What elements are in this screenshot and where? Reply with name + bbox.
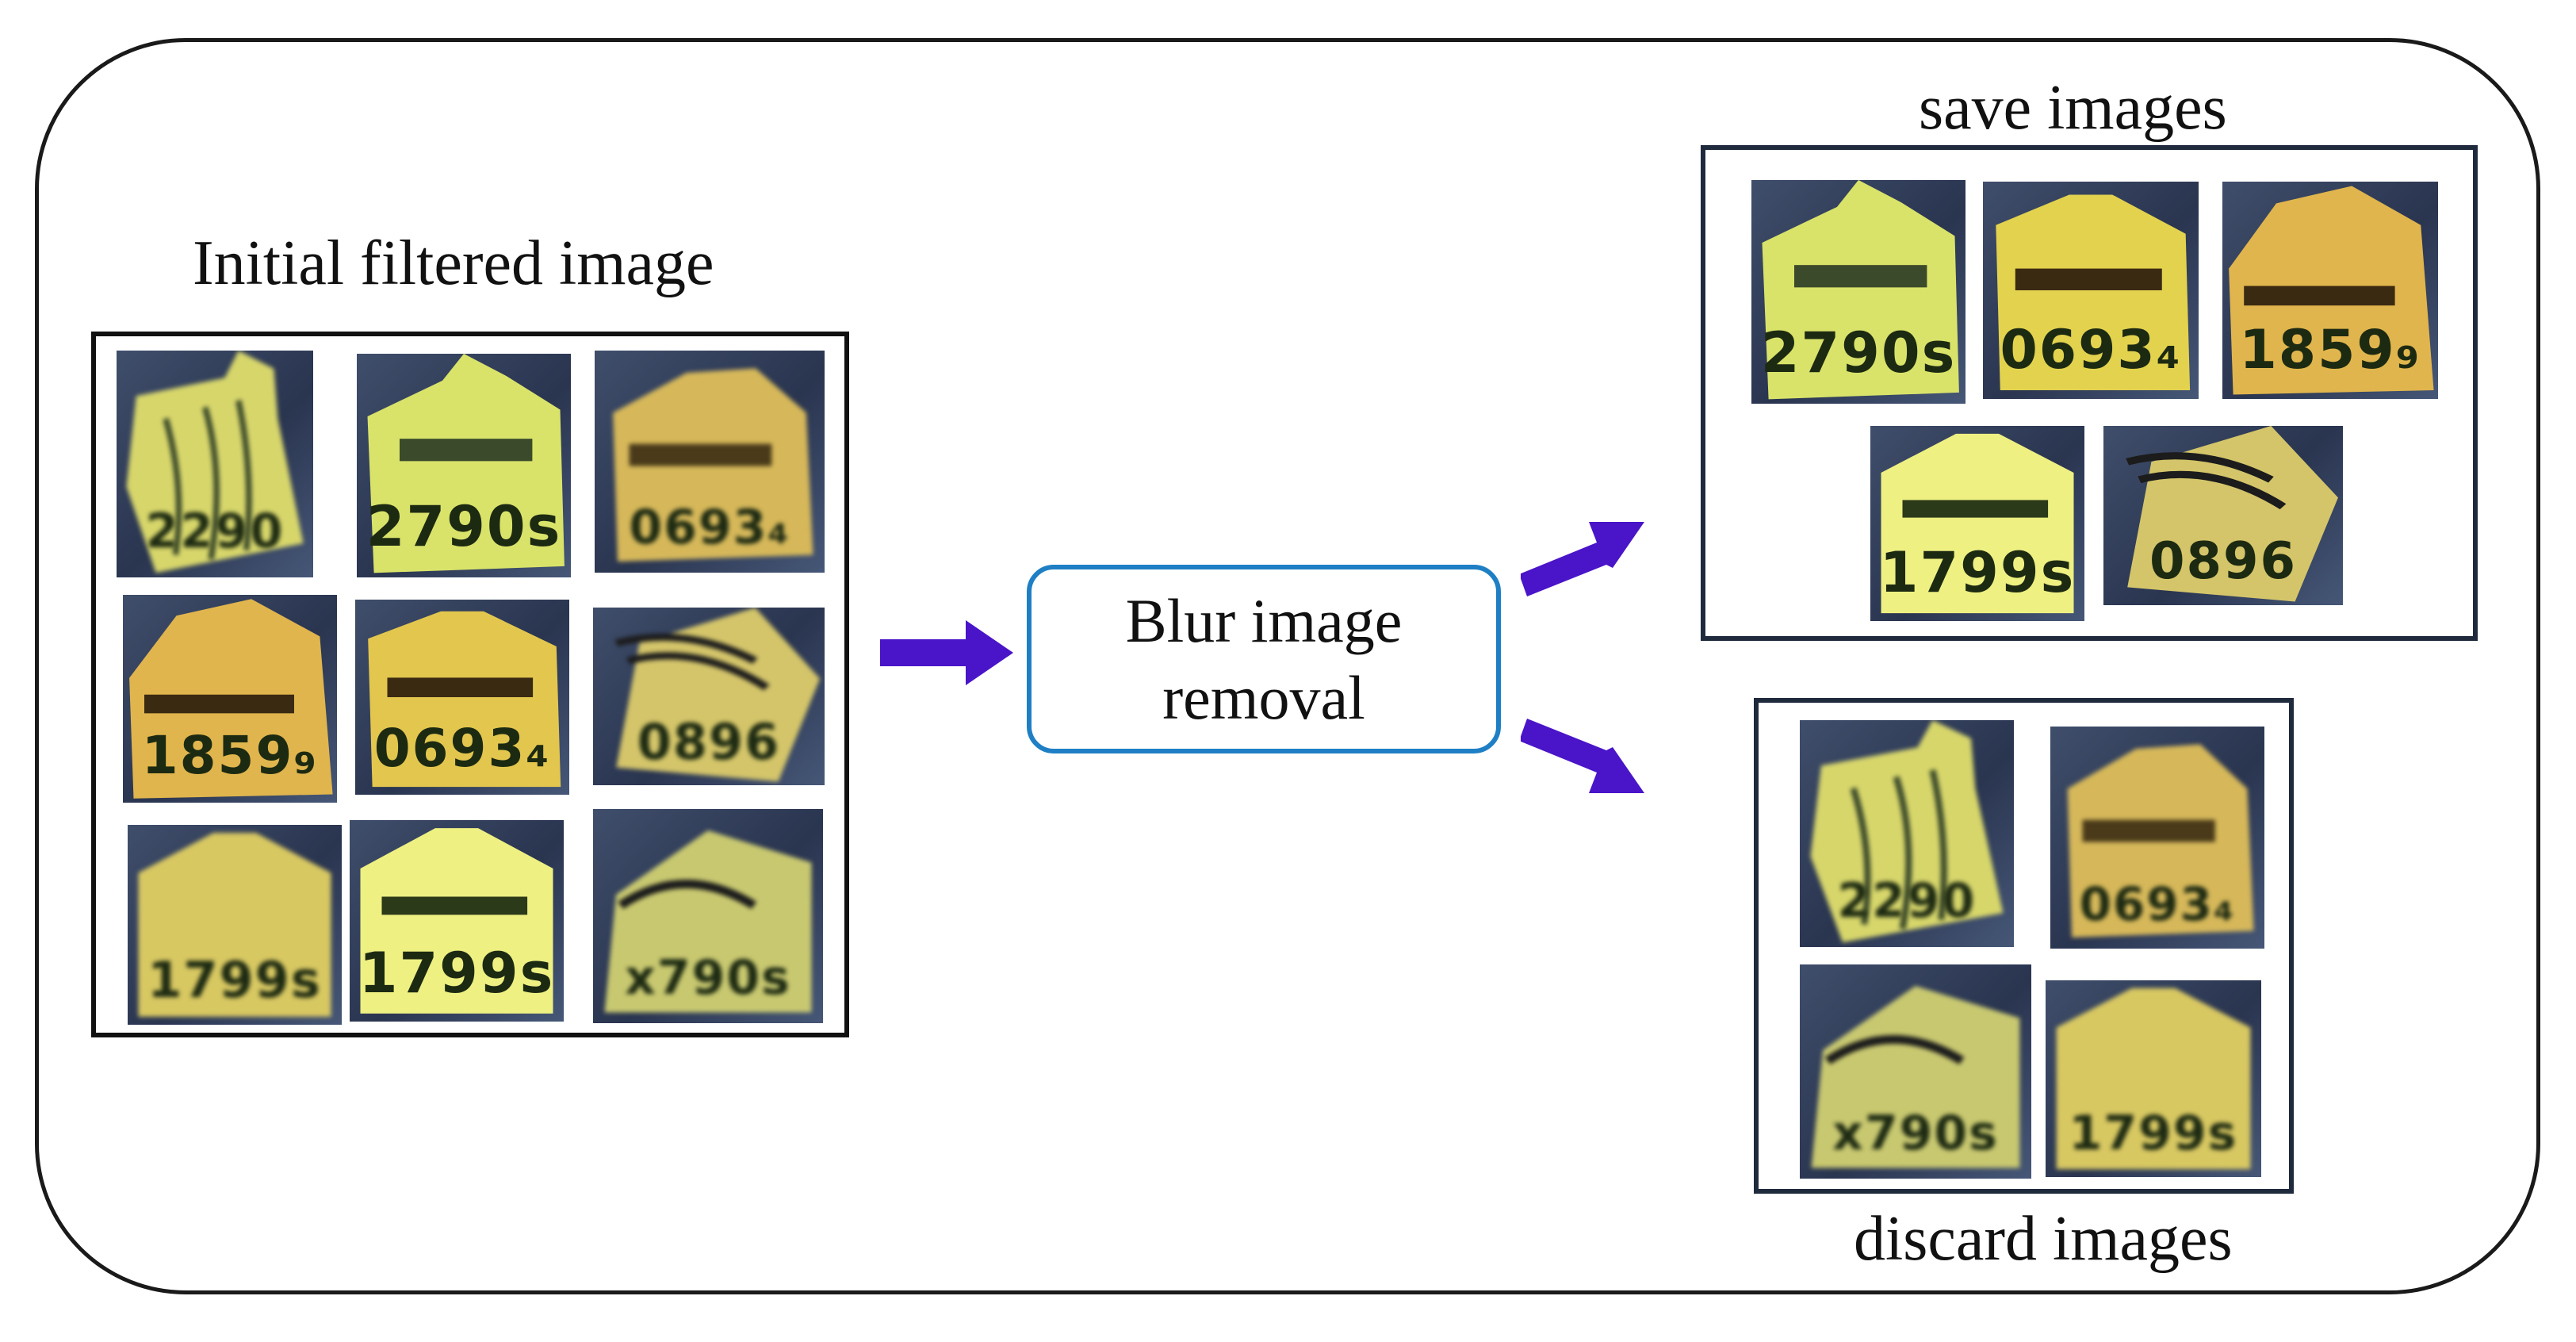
tag-image: 1799s — [2046, 980, 2261, 1177]
tag-number: 2290 — [1837, 873, 1977, 930]
tag-number: 1799s — [358, 940, 555, 1006]
tag-image: 2790s — [1751, 180, 1965, 404]
tag-image: 0896 — [593, 608, 825, 785]
discard-images-grid: 2290 0693₄ x790s 1799s — [1754, 698, 2294, 1194]
tag-number: x790s — [625, 950, 791, 1006]
tag-number: 1799s — [2069, 1106, 2238, 1162]
blur-removal-process: Blur image removal — [1027, 565, 1501, 753]
tag-number: 0896 — [2149, 531, 2298, 591]
tag-image: 0896 — [2103, 426, 2343, 605]
tag-number: 2290 — [145, 504, 285, 560]
tag-image: 0693₄ — [2050, 727, 2264, 949]
process-label: Blur image removal — [1125, 585, 1403, 733]
discard-label: discard images — [1854, 1204, 2233, 1274]
tag-number: 0693₄ — [629, 499, 790, 555]
tag-image: 2290 — [117, 351, 313, 577]
save-label: save images — [1919, 73, 2227, 143]
tag-image: 1859₉ — [123, 595, 337, 803]
tag-image: 2790s — [357, 354, 571, 577]
arrow-down-right-icon — [1521, 719, 1644, 793]
tag-number: 0693₄ — [2079, 876, 2236, 931]
tag-image: 0693₄ — [355, 600, 569, 795]
tag-image: 0693₄ — [595, 351, 825, 573]
tag-image: x790s — [1800, 964, 2031, 1179]
tag-image: 2290 — [1800, 720, 2014, 947]
tag-number: 1859₉ — [2239, 319, 2421, 382]
tag-image: x790s — [593, 809, 823, 1023]
initial-label: Initial filtered image — [193, 228, 714, 298]
tag-image: 1859₉ — [2222, 182, 2438, 399]
initial-image-grid: 2290 2790s 0693₄ 1859₉ 0693₄ 0896 1799s … — [91, 332, 849, 1037]
tag-number: 1799s — [147, 950, 322, 1009]
tag-image: 1799s — [128, 825, 342, 1025]
tag-number: 0693₄ — [2000, 319, 2182, 382]
tag-number: x790s — [1832, 1106, 1999, 1162]
arrow-right-icon — [880, 620, 1013, 685]
tag-image: 0693₄ — [1983, 182, 2199, 399]
tag-image: 1799s — [350, 820, 564, 1022]
tag-number: 0896 — [637, 713, 781, 772]
tag-number: 1799s — [1879, 540, 2076, 606]
arrow-up-right-icon — [1521, 522, 1644, 596]
tag-number: 1859₉ — [141, 725, 319, 787]
tag-number: 2790s — [1760, 320, 1957, 386]
outer-frame — [35, 38, 2540, 1294]
save-images-grid: 2790s 0693₄ 1859₉ 1799s 0896 — [1701, 145, 2478, 641]
tag-image: 1799s — [1870, 426, 2084, 621]
tag-number: 2790s — [366, 494, 562, 560]
tag-number: 0693₄ — [373, 718, 551, 780]
